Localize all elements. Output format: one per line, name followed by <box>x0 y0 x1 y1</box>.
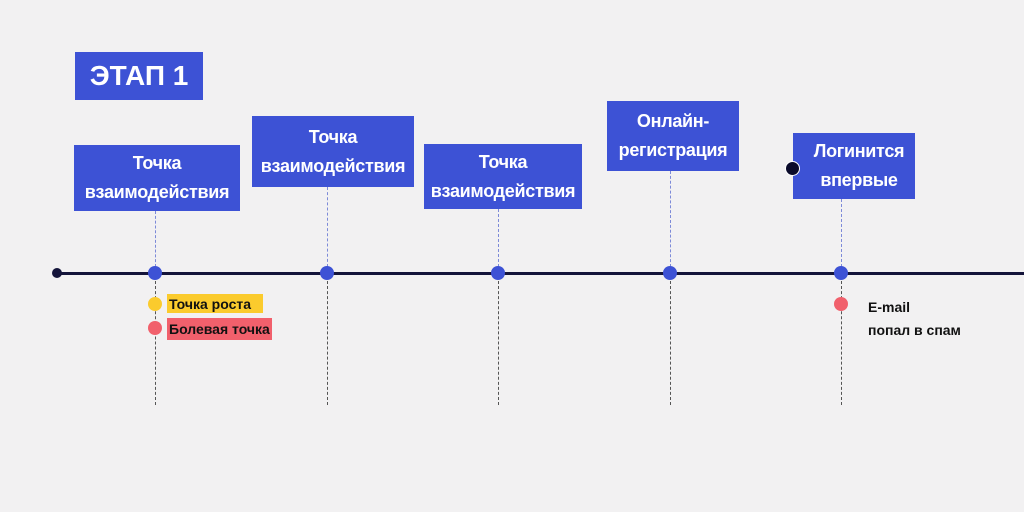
stage-title: ЭТАП 1 <box>75 52 203 100</box>
touchpoint-1: Точка взаимодействия <box>74 145 240 211</box>
touchpoint-label: Логинится <box>813 141 905 161</box>
note-line: E-mail <box>868 299 911 315</box>
note-line: попал в спам <box>868 322 961 338</box>
timeline-node <box>834 266 848 280</box>
connector <box>326 281 328 405</box>
timeline-node <box>148 266 162 280</box>
connector <box>154 211 156 267</box>
growth-point-dot <box>148 297 162 311</box>
pain-point-dot <box>148 321 162 335</box>
pain-point-dot <box>834 297 848 311</box>
timeline-start-dot <box>52 268 62 278</box>
touchpoint-label: Онлайн- <box>636 111 710 131</box>
timeline-axis <box>57 272 1024 275</box>
touchpoint-label: взаимодействия <box>430 180 576 201</box>
connector <box>840 281 842 405</box>
growth-point-label: Точка роста <box>167 294 263 313</box>
connector <box>154 281 156 405</box>
touchpoint-label: впервые <box>820 170 898 190</box>
touchpoint-label: взаимодействия <box>260 155 406 176</box>
touchpoint-label: Точка <box>478 151 528 172</box>
connector <box>669 171 671 267</box>
pain-point-label: Болевая точка <box>167 318 272 340</box>
timeline-node <box>320 266 334 280</box>
marker-dot <box>785 161 800 176</box>
timeline-node <box>663 266 677 280</box>
connector <box>669 281 671 405</box>
touchpoint-5: Логинится впервые <box>793 133 915 199</box>
touchpoint-label: Точка <box>132 153 182 173</box>
pain-point-note: E-mail попал в спам <box>868 296 961 342</box>
touchpoint-label: регистрация <box>618 140 728 160</box>
touchpoint-4: Онлайн- регистрация <box>607 101 739 171</box>
connector <box>326 187 328 267</box>
touchpoint-3: Точка взаимодействия <box>424 144 582 209</box>
touchpoint-label: Точка <box>308 126 358 147</box>
touchpoint-label: взаимодействия <box>84 182 230 202</box>
connector <box>497 281 499 405</box>
connector <box>497 209 499 267</box>
timeline-node <box>491 266 505 280</box>
touchpoint-2: Точка взаимодействия <box>252 116 414 187</box>
connector <box>840 199 842 267</box>
